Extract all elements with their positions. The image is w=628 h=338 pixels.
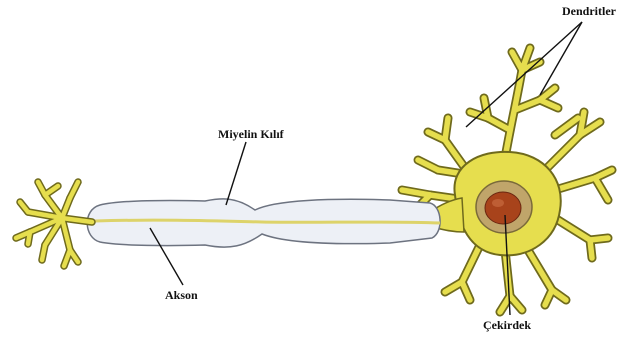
label-myelin-sheath: Miyelin Kılıf bbox=[218, 127, 284, 141]
myelin-sheath bbox=[87, 199, 440, 247]
dendrites-leader-1 bbox=[466, 22, 582, 127]
axon-terminals bbox=[16, 182, 92, 266]
myelin-leader bbox=[226, 142, 246, 205]
label-nucleus: Çekirdek bbox=[483, 318, 531, 332]
label-dendrites: Dendritler bbox=[562, 4, 616, 18]
nucleus bbox=[476, 181, 532, 233]
label-axon: Akson bbox=[165, 288, 198, 302]
dendrites-leader-2 bbox=[540, 22, 582, 95]
